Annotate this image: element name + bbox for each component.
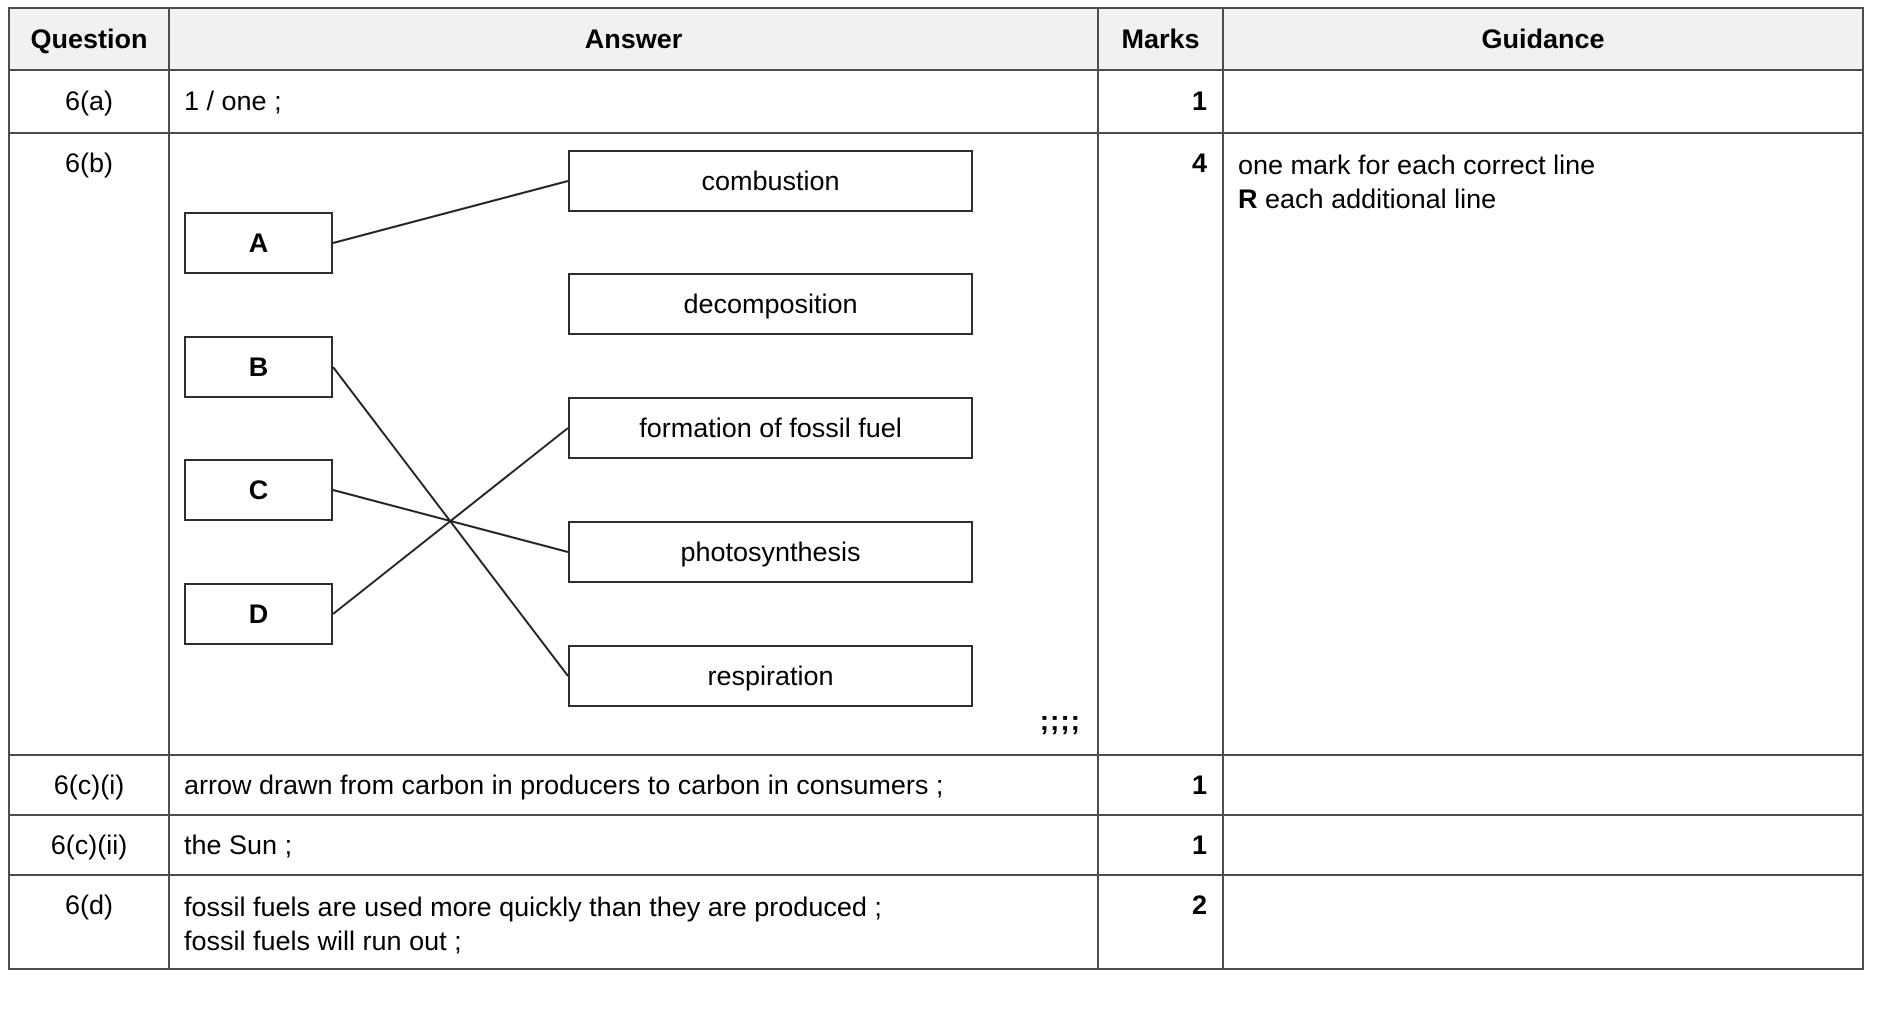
question-number-6cii: 6(c)(ii) — [8, 814, 170, 876]
mark-semicolons: ;;;; — [1039, 705, 1081, 736]
row-6a: 6(a) 1 / one ; 1 — [8, 69, 1864, 134]
header-answer: Answer — [168, 7, 1099, 71]
marks-6ci: 1 — [1097, 754, 1224, 816]
marks-6cii: 1 — [1097, 814, 1224, 876]
guidance-6d — [1222, 874, 1864, 970]
answer-6d-line1: fossil fuels are used more quickly than … — [184, 892, 882, 922]
header-question: Question — [8, 7, 170, 71]
process-box-photosynthesis: photosynthesis — [568, 521, 973, 583]
process-box-decomposition: decomposition — [568, 273, 973, 335]
question-number-6b: 6(b) — [8, 132, 170, 756]
answer-6a: 1 / one ; — [168, 69, 1099, 134]
guidance-6ci — [1222, 754, 1864, 816]
guidance-6b-rubric-r: R — [1238, 184, 1258, 214]
mark-scheme-table: Question Answer Marks Guidance 6(a) 1 / … — [8, 7, 1864, 970]
question-number-6d: 6(d) — [8, 874, 170, 970]
process-box-respiration: respiration — [568, 645, 973, 707]
row-6d: 6(d) fossil fuels are used more quickly … — [8, 874, 1864, 970]
marks-6a: 1 — [1097, 69, 1224, 134]
guidance-6b: one mark for each correct line R each ad… — [1222, 132, 1864, 756]
header-row: Question Answer Marks Guidance — [8, 7, 1864, 71]
guidance-6b-line2-text: each additional line — [1265, 184, 1497, 214]
question-number-6ci: 6(c)(i) — [8, 754, 170, 816]
process-box-combustion: combustion — [568, 150, 973, 212]
answer-6d-line2: fossil fuels will run out ; — [184, 926, 462, 956]
match-box-c: C — [184, 459, 333, 521]
guidance-6b-line1: one mark for each correct line — [1238, 150, 1596, 180]
answer-6b: A B C D combustion decomposition formati… — [168, 132, 1099, 756]
match-box-d: D — [184, 583, 333, 645]
marks-6b: 4 — [1097, 132, 1224, 756]
header-guidance: Guidance — [1222, 7, 1864, 71]
match-box-a: A — [184, 212, 333, 274]
match-box-b: B — [184, 336, 333, 398]
row-6cii: 6(c)(ii) the Sun ; 1 — [8, 814, 1864, 876]
guidance-6b-line2: R each additional line — [1238, 182, 1852, 216]
guidance-6cii — [1222, 814, 1864, 876]
matching-diagram: A B C D combustion decomposition formati… — [170, 134, 1097, 754]
process-box-formation-of-fossil-fuel: formation of fossil fuel — [568, 397, 973, 459]
row-6b: 6(b) A B C D combustion decomposition fo… — [8, 132, 1864, 756]
header-marks: Marks — [1097, 7, 1224, 71]
answer-6ci: arrow drawn from carbon in producers to … — [168, 754, 1099, 816]
guidance-6a — [1222, 69, 1864, 134]
question-number-6a: 6(a) — [8, 69, 170, 134]
answer-6cii: the Sun ; — [168, 814, 1099, 876]
mark-scheme-page: Question Answer Marks Guidance 6(a) 1 / … — [8, 7, 1864, 970]
row-6ci: 6(c)(i) arrow drawn from carbon in produ… — [8, 754, 1864, 816]
answer-6d: fossil fuels are used more quickly than … — [168, 874, 1099, 970]
marks-6d: 2 — [1097, 874, 1224, 970]
